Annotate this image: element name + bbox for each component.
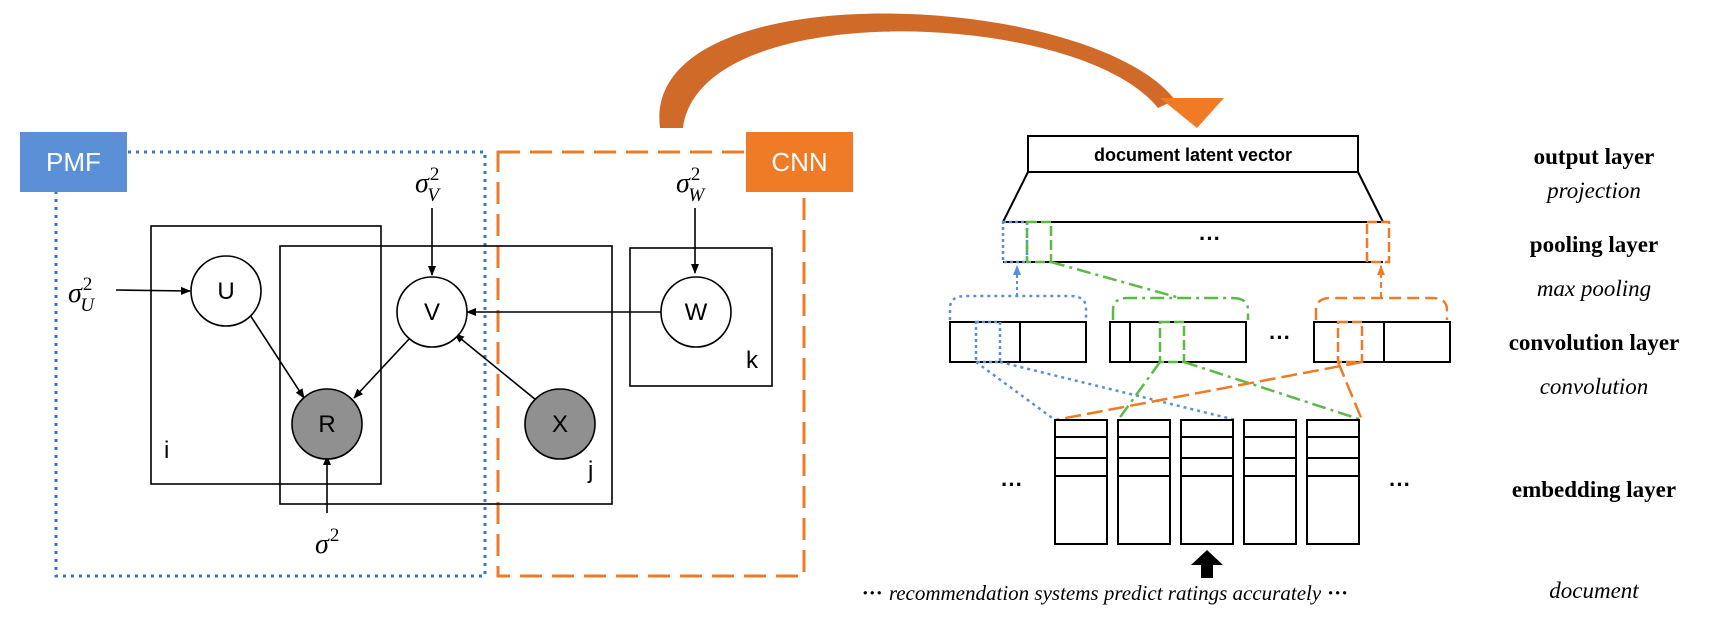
blue-pool-bracket <box>948 294 1088 320</box>
connection-arc <box>659 13 1224 128</box>
node-w: W <box>660 276 732 348</box>
plate-j-label: j <box>587 457 593 484</box>
node-x-label: X <box>552 411 568 438</box>
plate-i <box>150 225 382 485</box>
plate-i-label: i <box>164 437 169 464</box>
green-pool-bracket <box>1111 296 1250 320</box>
document-sentence: ···recommendation systems predict rating… <box>862 581 1348 605</box>
plate-k <box>629 247 773 387</box>
convolution-label: convolution <box>1540 374 1649 399</box>
embedding-ellipsis-left: ··· <box>1001 472 1023 497</box>
document-label: document <box>1549 578 1639 603</box>
plate-j <box>279 245 613 505</box>
pmf-group-frame <box>54 150 487 578</box>
node-v: V <box>396 276 468 348</box>
graph-edges <box>115 208 699 513</box>
projection-label: projection <box>1545 178 1641 203</box>
embedding-ellipsis-right: ··· <box>1389 472 1411 497</box>
orange-pool-bracket <box>1314 296 1449 320</box>
pmf-tag: PMF <box>20 132 127 192</box>
convolution-feature-maps <box>949 321 1451 363</box>
pooling-layer-label: pooling layer <box>1530 232 1658 257</box>
node-u: U <box>190 255 262 327</box>
cnn-group-frame <box>496 150 806 578</box>
node-r-label: R <box>318 411 335 438</box>
embedding-matrix <box>1054 419 1360 545</box>
max-pooling-label: max pooling <box>1537 276 1651 301</box>
convolution-ellipsis: ··· <box>1269 325 1291 350</box>
pooling-vector: ··· <box>1001 220 1391 264</box>
layer-labels: output layer projection pooling layer ma… <box>1509 144 1680 603</box>
document-latent-vector-label: document latent vector <box>1094 145 1292 165</box>
node-w-label: W <box>685 299 708 326</box>
document-latent-vector-box <box>1027 135 1359 173</box>
convolution-layer-label: convolution layer <box>1509 330 1680 355</box>
output-layer-label: output layer <box>1534 144 1655 169</box>
node-x: X <box>524 388 596 460</box>
node-v-label: V <box>424 299 440 326</box>
plate-k-label: k <box>746 347 759 374</box>
pooling-ellipsis: ··· <box>1199 226 1221 251</box>
embedding-layer-label: embedding layer <box>1512 477 1676 502</box>
cnn-tag: CNN <box>746 132 853 192</box>
node-r: R <box>291 388 363 460</box>
node-u-label: U <box>217 278 234 305</box>
sigma-label: σ2 <box>315 525 339 560</box>
input-arrow <box>1191 550 1223 578</box>
